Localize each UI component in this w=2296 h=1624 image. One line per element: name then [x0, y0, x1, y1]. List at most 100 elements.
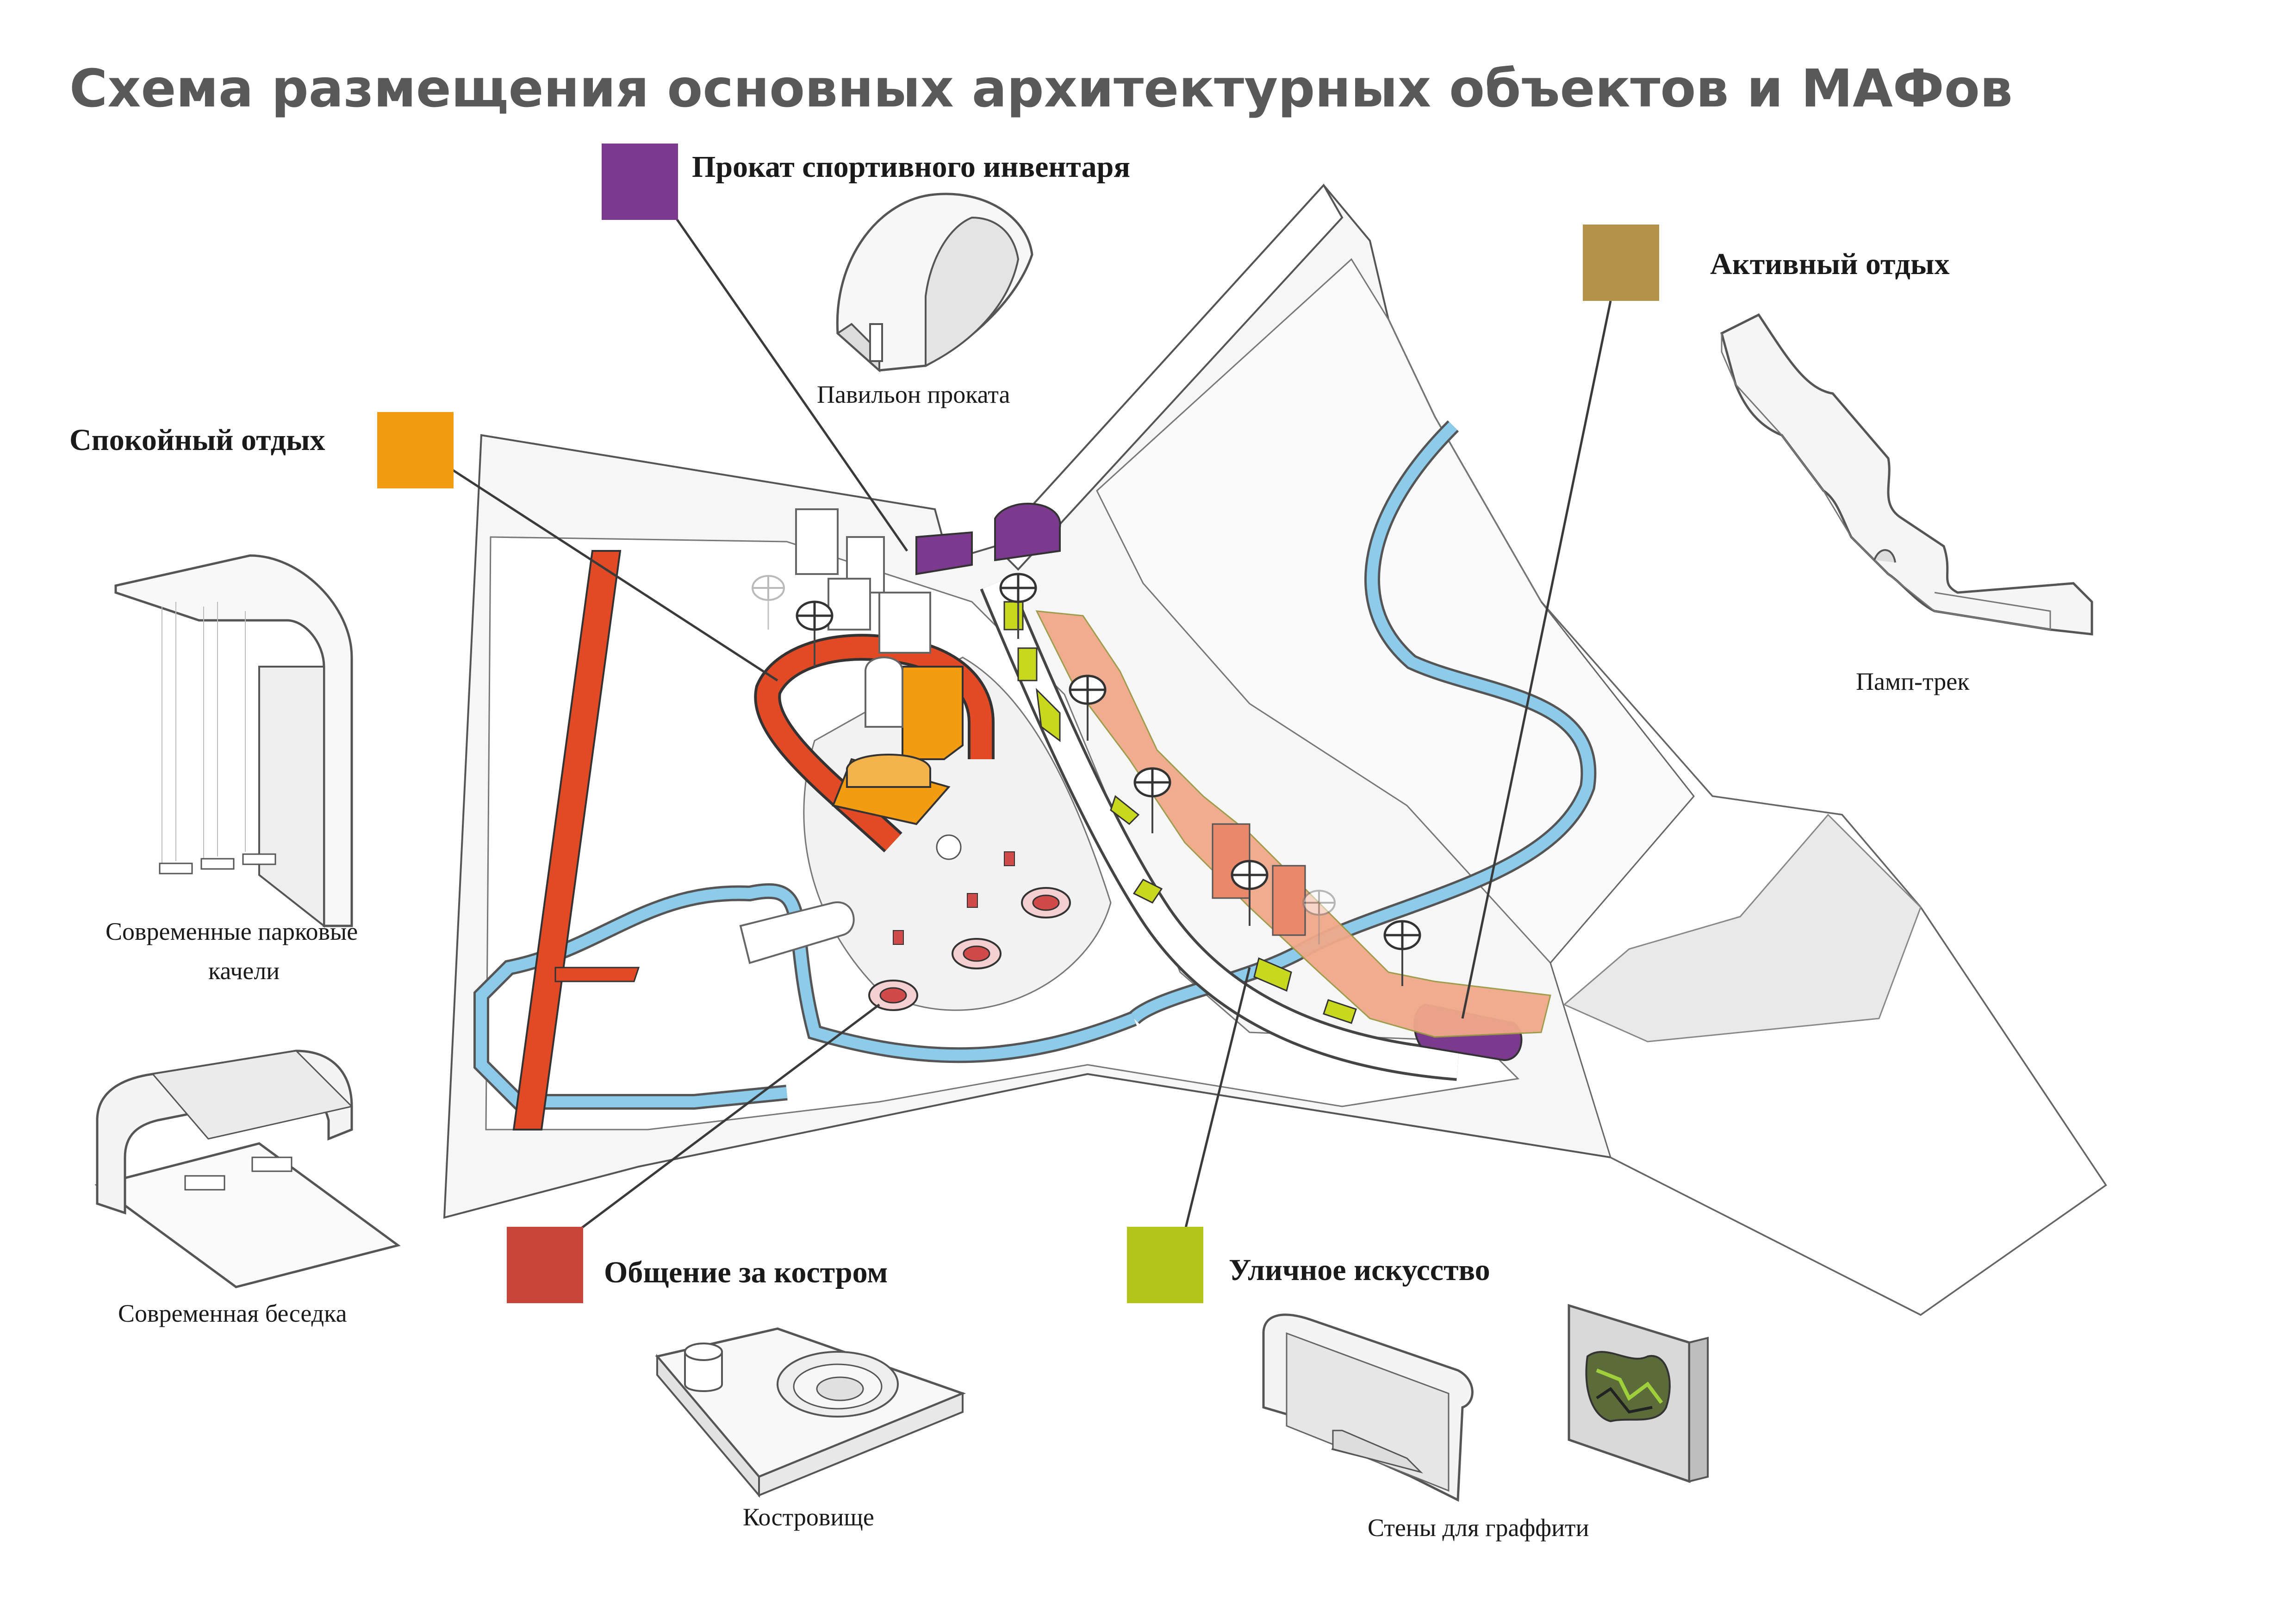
lamp-post-icon — [752, 575, 785, 630]
water-channel-west — [476, 885, 1136, 1107]
leader-active — [1461, 300, 1612, 1019]
swing-frame — [114, 554, 353, 927]
lamp-post-icon — [1069, 675, 1107, 741]
gazebo-caption: Современная беседка — [118, 1299, 347, 1327]
leader-street-art — [1183, 967, 1251, 1232]
pavilion-caption: Павильон проката — [817, 381, 1010, 408]
pavilion-icon — [836, 193, 1033, 373]
pumptrack-edge — [1721, 333, 2051, 631]
graffiti-wall-7 — [1323, 999, 1357, 1024]
pumptrack-body — [1720, 313, 2093, 636]
firepit-caption: Костровище — [743, 1503, 874, 1531]
pavilion-tunnel — [865, 656, 903, 728]
leader-lines — [448, 217, 1612, 1242]
street-art-label: Уличное искусство — [1229, 1253, 1490, 1287]
firepit-seat-2 — [893, 930, 904, 945]
legend-active: Активный отдых — [1583, 225, 1949, 301]
graffiti-wall-5 — [1132, 879, 1163, 904]
graffiti-wall-2 — [1017, 647, 1038, 681]
rental-label: Прокат спортивного инвентаря — [692, 150, 1130, 184]
firepit-slab-side-right — [758, 1392, 964, 1497]
site-plan — [443, 183, 2107, 1316]
graffiti-walls-plan — [1003, 601, 1357, 1024]
gazebo-roof-top — [151, 1050, 353, 1140]
graffiti-panel-side — [1688, 1337, 1709, 1483]
graffiti-wall-step — [1332, 1430, 1423, 1474]
graffiti-panel-icon — [1568, 1304, 1709, 1483]
gazebo-roof-plan — [846, 754, 931, 788]
red-walkway-branch — [554, 967, 640, 982]
rental-pavilion-1 — [915, 531, 973, 575]
lamp-post-icon — [999, 573, 1037, 639]
quiet-label: Спокойный отдых — [69, 423, 325, 457]
firepit-seat-1 — [967, 893, 978, 908]
lamp-post-icon — [1231, 860, 1269, 926]
gazebo-seat-1 — [184, 1175, 225, 1191]
walkway — [983, 578, 1459, 1078]
graffiti-highlight-2 — [1596, 1387, 1653, 1414]
swing-seat-2 — [200, 858, 235, 870]
firepit-seat-body — [684, 1351, 723, 1392]
east-shadow — [1563, 813, 1922, 1043]
north-wall — [994, 183, 1344, 571]
street-art-swatch — [1127, 1227, 1203, 1303]
rental-swatch — [602, 144, 678, 220]
active-label: Активный отдых — [1710, 247, 1949, 281]
pumptrack-icon — [1720, 313, 2093, 636]
swing-structure-plan — [902, 666, 964, 760]
firepit-plan-3-center — [879, 987, 907, 1004]
graffiti-wall-4 — [1110, 795, 1140, 825]
campfire-swatch — [507, 1227, 583, 1303]
gazebo-base — [94, 1142, 401, 1288]
graffiti-wall-1 — [1003, 601, 1024, 631]
firepit-seat-3 — [1004, 851, 1015, 866]
graffiti-wall-3 — [1035, 687, 1061, 742]
graffiti-wall-icon — [1262, 1313, 1474, 1502]
swings-caption-line2: качели — [208, 957, 280, 985]
campfire-plaza — [803, 656, 1112, 1011]
swing-seat-1 — [159, 862, 193, 874]
firepit-plan-2-center — [963, 945, 990, 962]
legend-quiet: Спокойный отдых — [69, 412, 454, 488]
gazebo-icon — [94, 1049, 401, 1288]
graffiti-caption: Стены для граффити — [1368, 1514, 1589, 1542]
leader-quiet — [448, 466, 778, 682]
quiet-swatch — [377, 412, 454, 488]
graffiti-wall-6 — [1253, 957, 1292, 992]
pavilion-block-4 — [828, 578, 871, 631]
swing-icon — [114, 554, 353, 928]
tunnel-bridge — [739, 901, 855, 964]
lamp-post-icon — [1383, 920, 1421, 986]
firepit-seat-top — [684, 1343, 723, 1361]
campfire-label: Общение за костром — [604, 1255, 888, 1289]
pumptrack-caption: Памп-трек — [1856, 668, 1970, 695]
swing-side-panel — [258, 666, 325, 928]
pavilion-inner — [925, 216, 1020, 368]
leader-rental — [674, 217, 908, 552]
lamp-posts — [752, 573, 1421, 986]
active-zone-strip — [1035, 610, 1551, 1038]
swing-seat-3 — [242, 853, 276, 865]
legend-rental: Прокат спортивного инвентаря — [602, 144, 1130, 220]
graffiti-highlight-1 — [1596, 1368, 1663, 1404]
red-walkway-west — [512, 550, 622, 1131]
leader-campfire — [564, 1004, 880, 1242]
pumptrack-tunnel — [1873, 549, 1896, 563]
graffiti-tag — [1585, 1351, 1671, 1423]
legend-campfire: Общение за костром — [507, 1227, 888, 1303]
sphere-marker — [936, 834, 962, 860]
pavilion-door — [869, 323, 883, 362]
active-block-2 — [1272, 865, 1306, 936]
firepit-icon — [655, 1327, 966, 1498]
active-swatch — [1583, 225, 1659, 301]
legend-street-art: Уличное искусство — [1127, 1227, 1490, 1303]
rental-pavilion-2 — [994, 502, 1061, 562]
pavilion-block-3 — [878, 592, 931, 654]
firepits-plan — [868, 834, 1071, 1011]
lamp-post-icon — [1133, 767, 1171, 833]
firepit-ring-inner — [816, 1376, 864, 1401]
lamp-post-icon — [796, 600, 834, 667]
lamp-post-icon — [1302, 890, 1336, 944]
firepit-plan-1-center — [1032, 894, 1060, 911]
